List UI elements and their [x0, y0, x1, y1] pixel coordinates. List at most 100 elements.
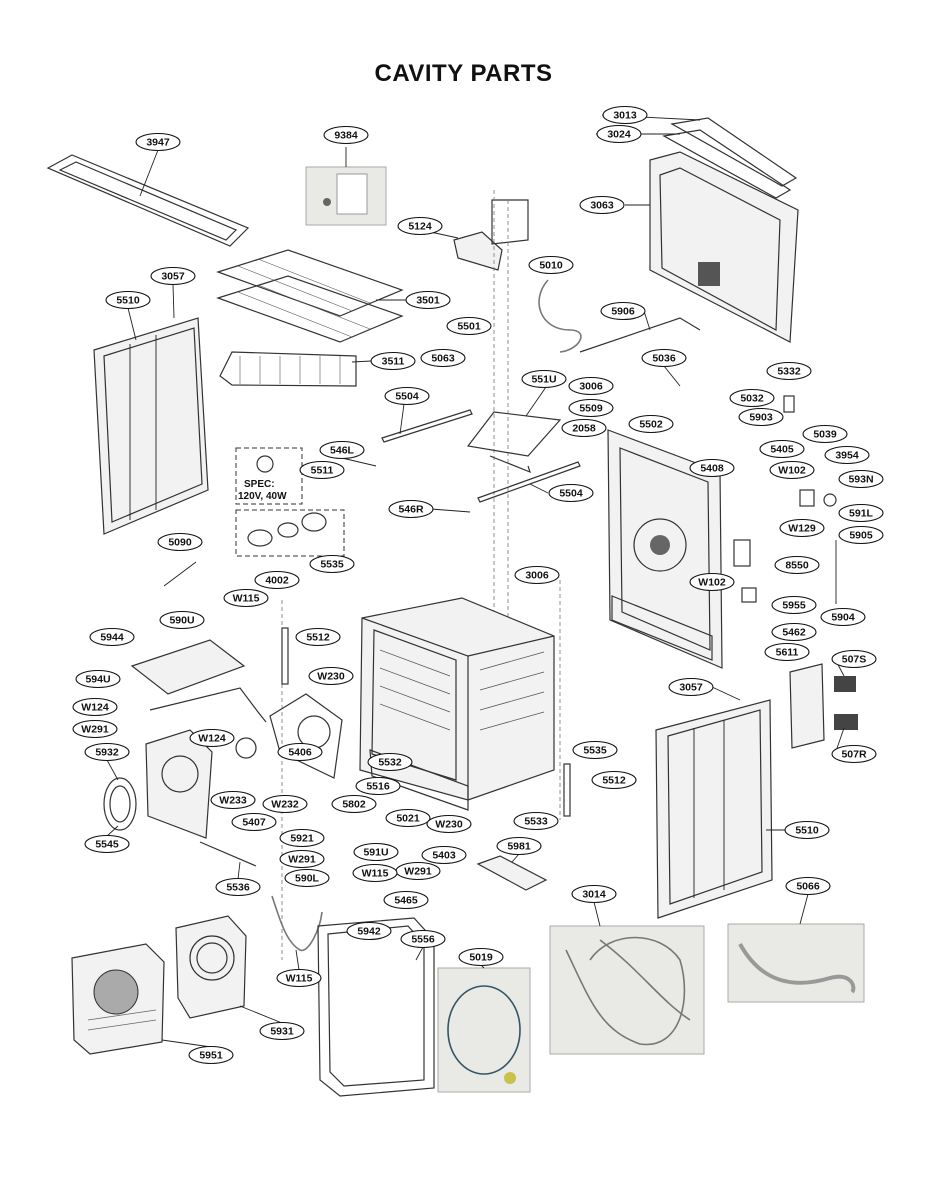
callout-w291: W291 [72, 719, 118, 739]
callout-oval [521, 369, 567, 389]
part-5944-cover [130, 639, 246, 695]
callout-oval [150, 266, 196, 286]
callout-591u: 591U [353, 842, 399, 862]
callout-5535: 5535 [572, 740, 618, 760]
spec-line2: 120V, 40W [238, 491, 287, 502]
callout-5504: 5504 [384, 386, 430, 406]
callout-oval [353, 842, 399, 862]
callout-5904: 5904 [820, 607, 866, 627]
callout-3006: 3006 [514, 565, 560, 585]
callout-label: 3947 [146, 137, 170, 149]
callout-oval [352, 863, 398, 883]
callout-label: 5509 [579, 403, 603, 415]
callout-oval [188, 1045, 234, 1065]
callout-label: 5511 [311, 465, 334, 477]
callout-oval [231, 812, 277, 832]
callout-label: 5063 [431, 353, 455, 365]
callout-8550: 8550 [774, 555, 820, 575]
callout-label: 5504 [559, 488, 583, 500]
callout-label: 3024 [607, 129, 631, 141]
callout-oval [689, 572, 735, 592]
part-3511-rack [219, 351, 357, 387]
callout-label: 2058 [572, 423, 596, 435]
callout-oval [785, 876, 831, 896]
callout-3057: 3057 [150, 266, 196, 286]
callout-oval [596, 124, 642, 144]
callout-oval [838, 503, 884, 523]
callout-oval [568, 398, 614, 418]
callout-label: 507R [841, 749, 867, 761]
callout-oval [514, 565, 560, 585]
callout-5036: 5036 [641, 348, 687, 368]
callout-label: 3057 [161, 271, 185, 283]
callout-label: W124 [198, 733, 226, 745]
callout-5921: 5921 [279, 828, 325, 848]
callout-label: 5536 [226, 882, 250, 894]
callout-5802: 5802 [331, 794, 377, 814]
callout-w102: W102 [769, 460, 815, 480]
callout-w102: W102 [689, 572, 735, 592]
callout-oval [223, 588, 269, 608]
callout-4002: 4002 [254, 570, 300, 590]
callout-label: W230 [317, 671, 345, 683]
callout-oval [279, 849, 325, 869]
callout-oval [426, 814, 472, 834]
callout-label: 5406 [288, 747, 312, 759]
callout-5512: 5512 [591, 770, 637, 790]
callout-546r: 546R [388, 499, 434, 519]
callout-5406: 5406 [277, 742, 323, 762]
callout-oval [784, 820, 830, 840]
callout-label: 5021 [396, 813, 420, 825]
callout-3501: 3501 [405, 290, 451, 310]
callout-5066: 5066 [785, 876, 831, 896]
callout-546l: 546L [319, 440, 365, 460]
callout-3947: 3947 [135, 132, 181, 152]
callout-label: 5535 [320, 559, 344, 571]
callout-label: 5465 [394, 895, 418, 907]
callout-5545: 5545 [84, 834, 130, 854]
part-3063-back-panel [649, 117, 799, 343]
callout-label: W230 [435, 819, 463, 831]
callout-oval [571, 884, 617, 904]
part-5406-bracket [235, 693, 343, 779]
callout-label: 5904 [831, 612, 855, 624]
callout-label: 551U [531, 374, 556, 386]
callout-label: 5039 [813, 429, 837, 441]
callout-oval [367, 752, 413, 772]
callout-label: 3954 [835, 450, 859, 462]
part-5504-rails [381, 409, 581, 503]
callout-oval [561, 418, 607, 438]
callout-5510: 5510 [784, 820, 830, 840]
callout-w124: W124 [189, 728, 235, 748]
callout-oval [628, 414, 674, 434]
callout-5063: 5063 [420, 348, 466, 368]
callout-oval [262, 794, 308, 814]
callout-oval [397, 216, 443, 236]
callout-oval [420, 348, 466, 368]
callout-label: 590U [169, 615, 194, 627]
callout-oval [319, 440, 365, 460]
callout-oval [210, 790, 256, 810]
callout-label: 5516 [366, 781, 390, 793]
callout-5532: 5532 [367, 752, 413, 772]
callout-label: 5532 [378, 757, 402, 769]
callout-label: 591L [849, 508, 874, 520]
callout-oval [279, 828, 325, 848]
callout-label: 5512 [306, 632, 330, 644]
callout-5931: 5931 [259, 1021, 305, 1041]
callout-5906: 5906 [600, 301, 646, 321]
callout-oval [771, 595, 817, 615]
callout-5510: 5510 [105, 290, 151, 310]
callout-oval [135, 132, 181, 152]
callout-oval [548, 483, 594, 503]
callout-label: 5942 [357, 926, 381, 938]
callout-w291: W291 [395, 861, 441, 881]
part-594U-heater [149, 687, 267, 723]
callout-5511: 5511 [299, 460, 345, 480]
callout-oval [568, 376, 614, 396]
oven-cavity [359, 597, 555, 801]
callout-label: 5545 [95, 839, 119, 851]
callout-label: 5504 [395, 391, 419, 403]
callout-oval [769, 460, 815, 480]
callout-label: 3013 [613, 110, 637, 122]
